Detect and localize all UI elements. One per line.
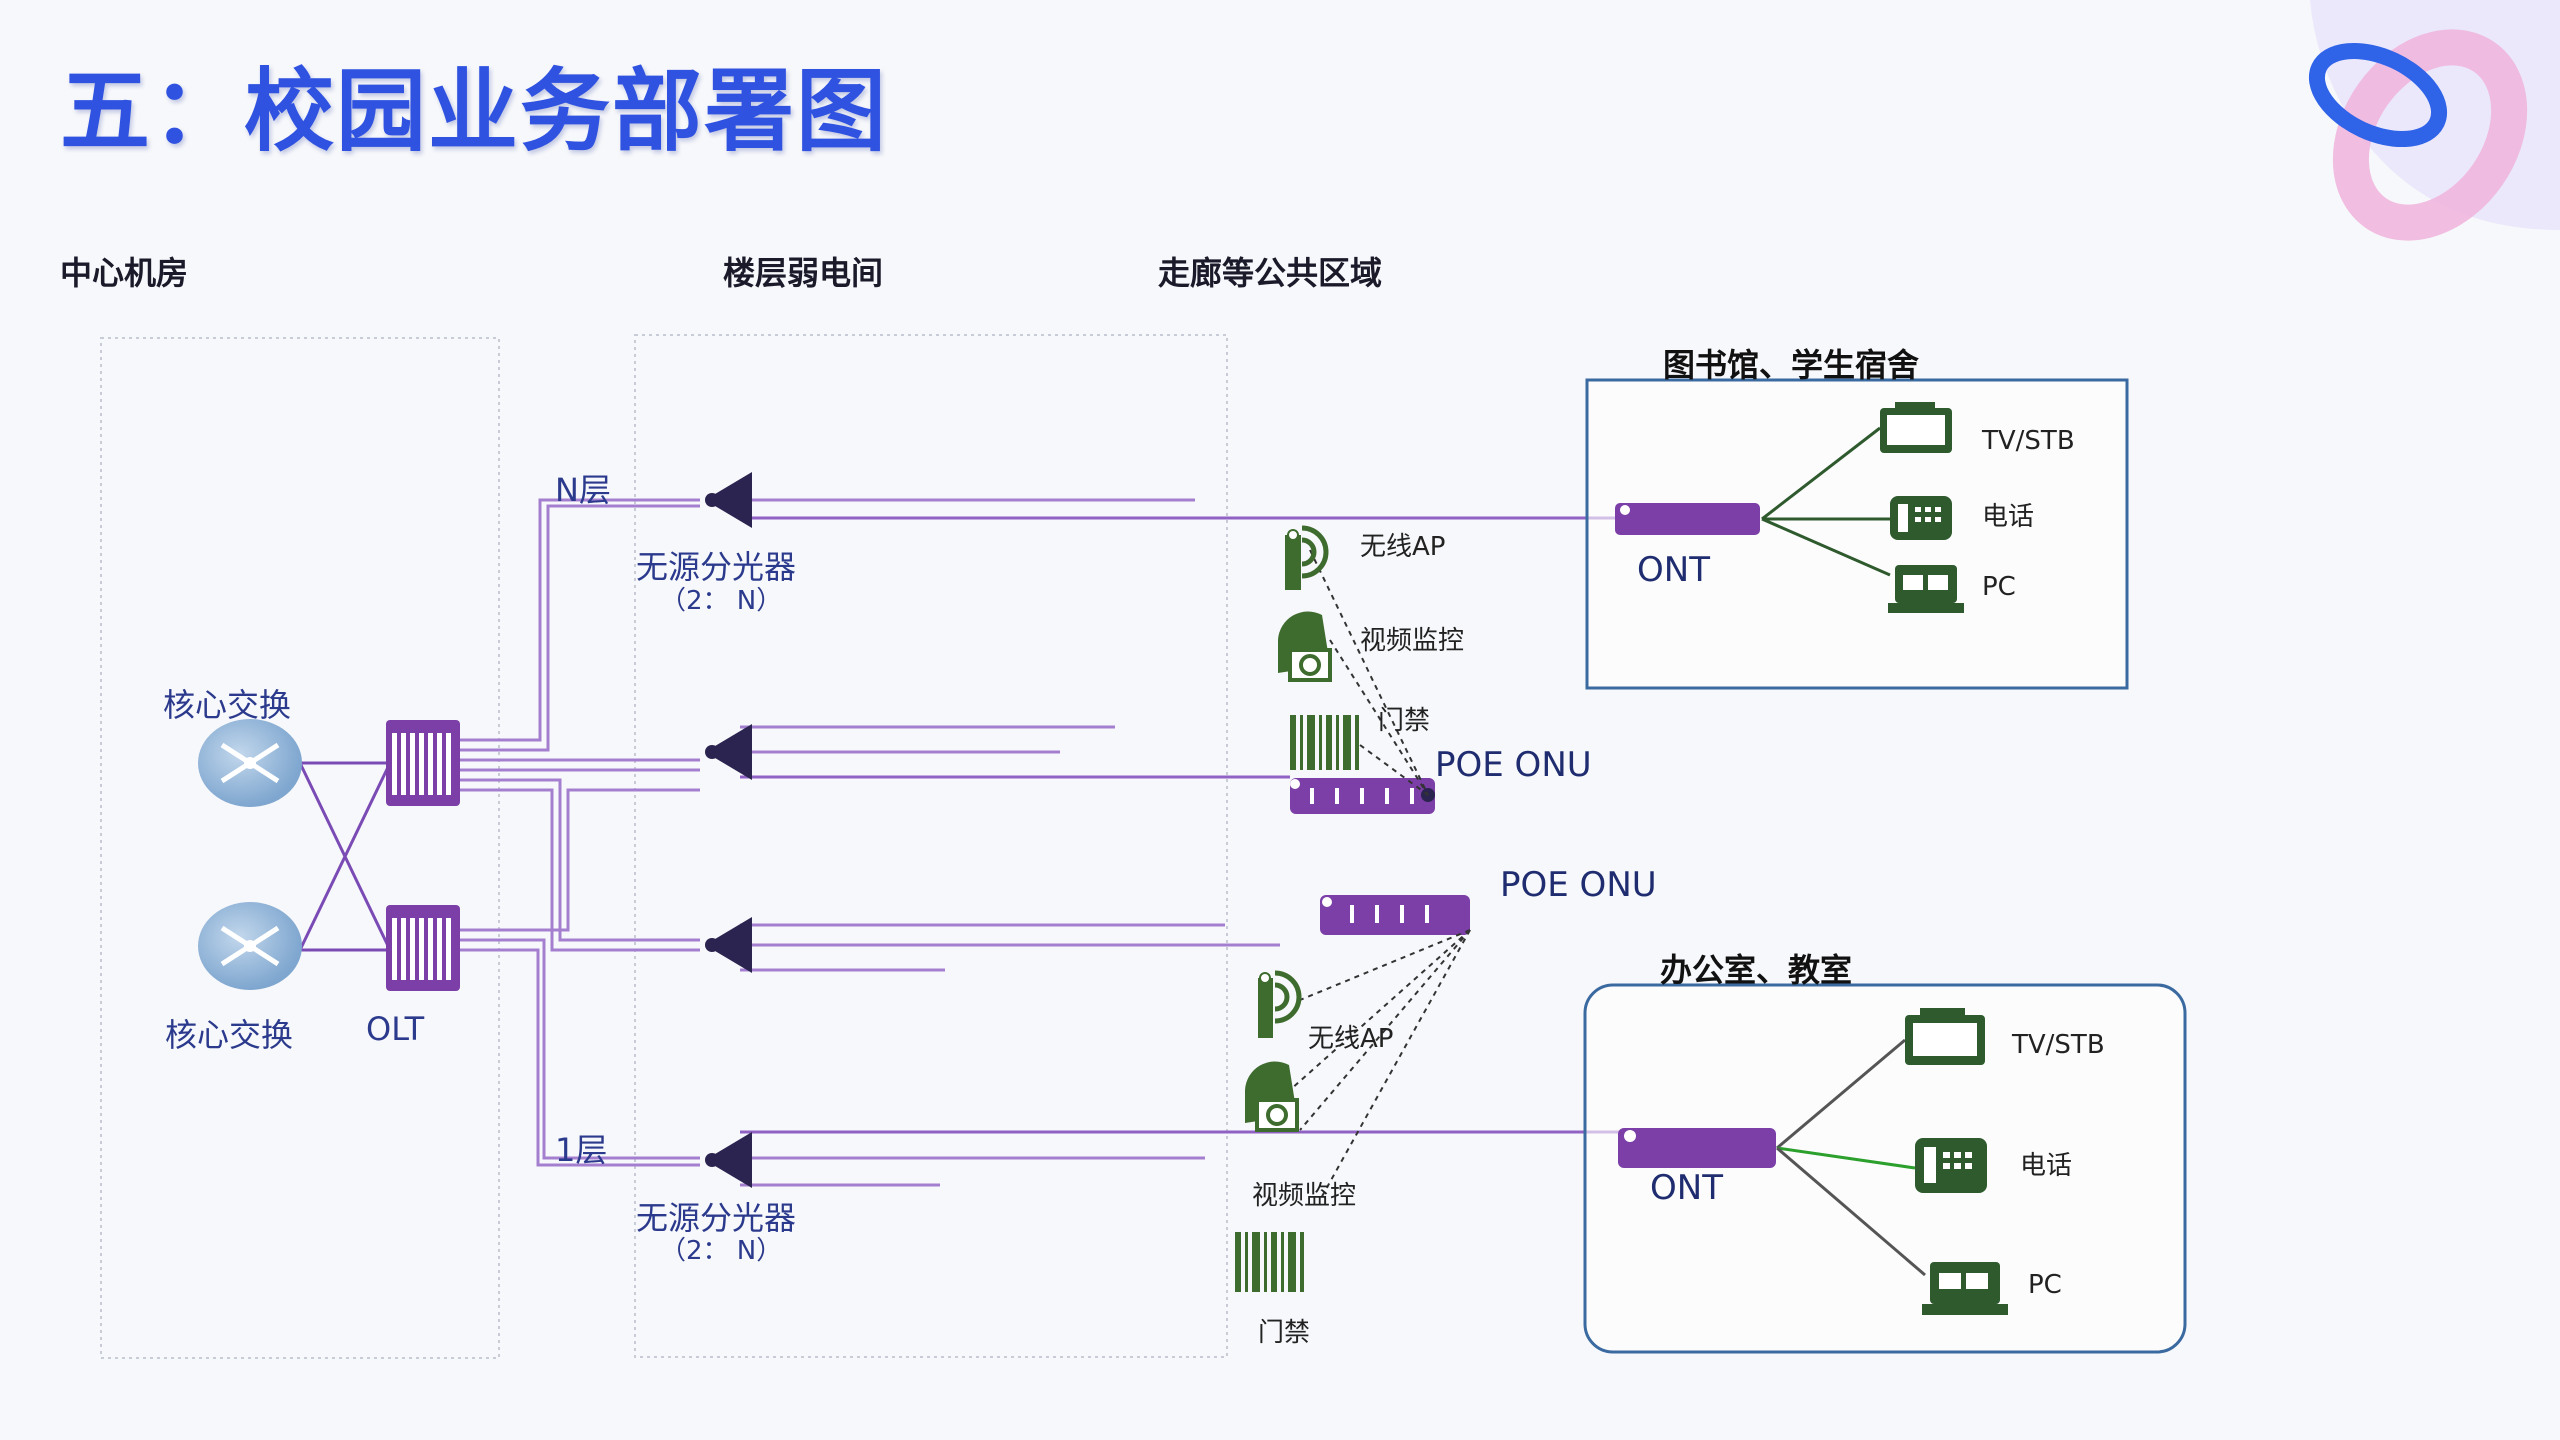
wireless-ap-icon bbox=[1285, 525, 1329, 590]
trunk-fibers bbox=[460, 498, 700, 1167]
tv-label: TV/STB bbox=[2012, 1030, 2105, 1060]
ap-label: 无线AP bbox=[1308, 1024, 1394, 1054]
ont-label: ONT bbox=[1650, 1168, 1723, 1208]
pc-label: PC bbox=[2028, 1270, 2062, 1300]
library-links bbox=[1761, 426, 1891, 577]
video-camera-icon bbox=[1278, 611, 1332, 682]
pc-label: PC bbox=[1982, 572, 2016, 602]
camera-label: 视频监控 bbox=[1252, 1181, 1357, 1211]
olt-icon bbox=[386, 720, 460, 806]
floor-bottom-label: 1层 bbox=[555, 1131, 608, 1169]
floor-room-zone bbox=[634, 334, 1228, 1358]
splitter-label: 无源分光器 bbox=[636, 1199, 797, 1237]
wireless-ap-icon bbox=[1258, 970, 1302, 1038]
zone-center-label: 中心机房 bbox=[60, 254, 189, 292]
splitter-outputs bbox=[740, 498, 1280, 1187]
splitter-ratio: （2： N） bbox=[660, 1236, 783, 1266]
office-box bbox=[1583, 983, 2187, 1354]
poe-onu-label: POE ONU bbox=[1435, 745, 1592, 785]
core-switch-icon bbox=[198, 719, 302, 807]
distribution-fibers bbox=[740, 516, 1620, 1134]
poe-onu-label: POE ONU bbox=[1500, 865, 1657, 905]
office-links bbox=[1776, 1038, 1926, 1277]
access-control-icon bbox=[1290, 715, 1359, 770]
video-camera-icon bbox=[1245, 1061, 1299, 1132]
splitter-icon bbox=[705, 917, 752, 973]
poe-links-top bbox=[1309, 549, 1429, 796]
tv-icon bbox=[1880, 402, 1952, 453]
ont-icon bbox=[1618, 1128, 1776, 1168]
splitter-label: 无源分光器 bbox=[636, 548, 797, 586]
access-label: 门禁 bbox=[1378, 706, 1431, 736]
poe-onu-icon bbox=[1290, 778, 1435, 814]
phone-icon bbox=[1890, 496, 1952, 540]
splitter-icon bbox=[705, 724, 752, 780]
zone-floor-label: 楼层弱电间 bbox=[723, 254, 884, 292]
tv-icon bbox=[1905, 1008, 1985, 1065]
poe-links-bottom bbox=[1289, 929, 1471, 1201]
office-title: 办公室、教室 bbox=[1660, 951, 1853, 989]
camera-label: 视频监控 bbox=[1360, 626, 1465, 656]
access-label: 门禁 bbox=[1258, 1318, 1311, 1348]
tv-label: TV/STB bbox=[1982, 426, 2075, 456]
core-switch-icon bbox=[198, 902, 302, 990]
olt-label: OLT bbox=[366, 1010, 425, 1048]
ont-icon bbox=[1615, 503, 1760, 535]
library-title: 图书馆、学生宿舍 bbox=[1663, 346, 1920, 384]
ont-label: ONT bbox=[1637, 550, 1710, 590]
phone-icon bbox=[1915, 1138, 1987, 1193]
access-control-icon bbox=[1235, 1232, 1304, 1292]
core-switch-label: 核心交换 bbox=[163, 686, 292, 724]
phone-label: 电话 bbox=[2020, 1151, 2073, 1181]
core-olt-links bbox=[298, 761, 392, 952]
pc-icon bbox=[1888, 565, 1964, 613]
decorative-rings-icon bbox=[2308, 0, 2560, 241]
ap-label: 无线AP bbox=[1360, 532, 1446, 562]
poe-onu-icon bbox=[1320, 895, 1470, 935]
splitter-icon bbox=[705, 472, 752, 528]
page-title: 五：校园业务部署图 bbox=[60, 59, 888, 164]
splitter-ratio: （2： N） bbox=[660, 586, 783, 616]
floor-top-label: N层 bbox=[555, 471, 611, 509]
center-room-zone bbox=[100, 337, 500, 1359]
pc-icon bbox=[1922, 1262, 2008, 1315]
zone-corridor-label: 走廊等公共区域 bbox=[1158, 254, 1383, 292]
olt-icon bbox=[386, 905, 460, 991]
core-switch-label: 核心交换 bbox=[165, 1016, 294, 1054]
phone-label: 电话 bbox=[1982, 502, 2035, 532]
splitter-icon bbox=[705, 1132, 752, 1188]
